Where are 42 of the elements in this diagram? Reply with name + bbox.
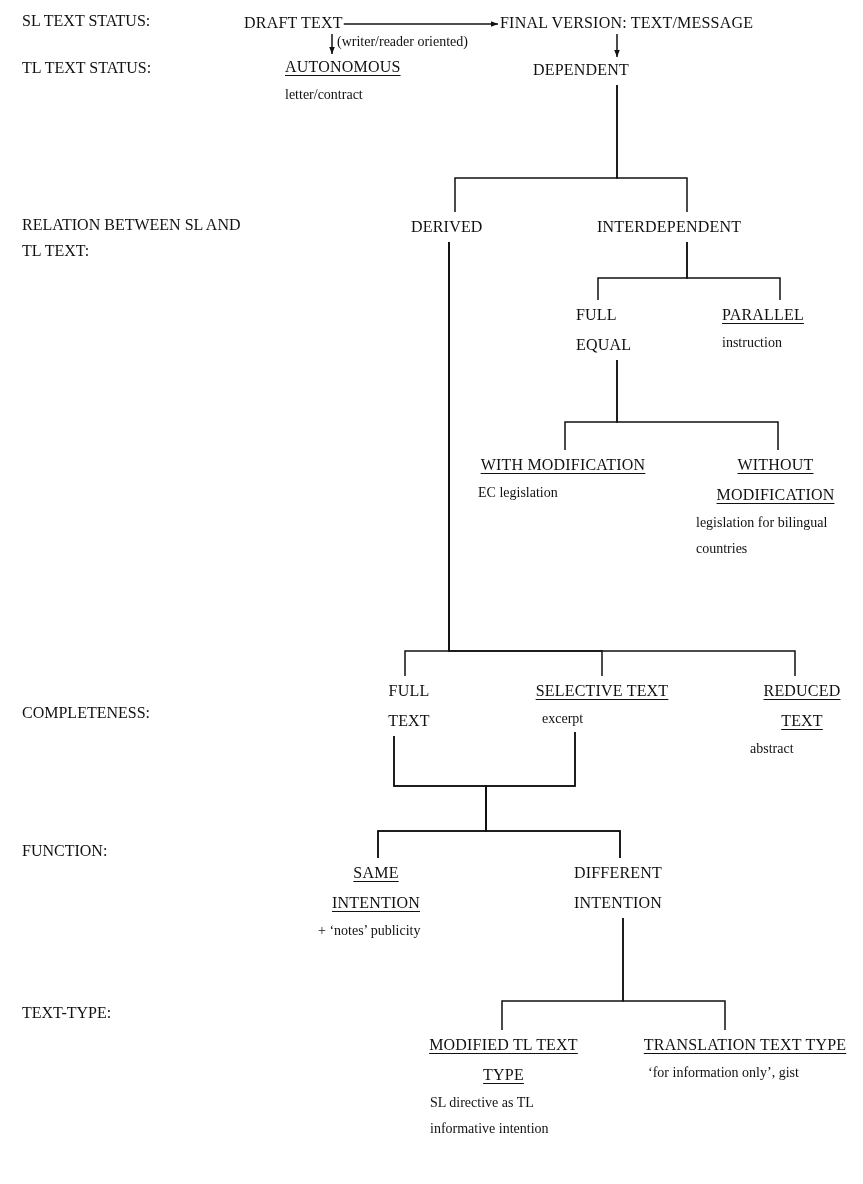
level-label: TEXT-TYPE: — [22, 1003, 113, 1023]
category-heading: WITH MODIFICATION — [479, 455, 647, 475]
category-heading: PARALLEL — [722, 305, 805, 325]
example-note: legislation for bilingual countries — [695, 514, 829, 558]
example-note: SL directive as TL informative intention — [429, 1094, 550, 1138]
example-note: letter/contract — [285, 86, 364, 104]
example-note: ‘for information only’, gist — [647, 1064, 800, 1082]
arrow — [329, 33, 335, 55]
category-heading: SELECTIVE TEXT — [534, 681, 670, 701]
category-heading: FULL EQUAL — [576, 305, 633, 355]
category-heading: TRANSLATION TEXT TYPE — [642, 1035, 848, 1055]
edge-label: (writer/reader oriented) — [337, 34, 468, 50]
category-heading: REDUCED TEXT — [762, 681, 842, 731]
tree-connector — [616, 359, 779, 451]
arrow — [343, 21, 499, 27]
category-heading: WITHOUT MODIFICATION — [715, 455, 836, 505]
category-heading: DERIVED — [411, 217, 483, 237]
category-heading: DEPENDENT — [533, 60, 629, 80]
level-label: TL TEXT STATUS: — [22, 58, 153, 78]
category-heading: SAME INTENTION — [331, 863, 421, 913]
level-label: SL TEXT STATUS: — [22, 11, 152, 31]
tree-connector — [485, 731, 621, 859]
tree-connector — [686, 241, 781, 301]
tree-connector — [448, 241, 796, 677]
category-heading: FULL TEXT — [387, 681, 431, 731]
category-heading: FINAL VERSION: TEXT/MESSAGE — [500, 13, 754, 33]
category-heading: MODIFIED TL TEXT TYPE — [428, 1035, 579, 1085]
category-heading: INTERDEPENDENT — [597, 217, 742, 237]
example-note: + ‘notes’ publicity — [317, 922, 422, 940]
example-note: abstract — [749, 740, 795, 758]
example-note: excerpt — [541, 710, 585, 728]
category-heading: AUTONOMOUS — [285, 57, 402, 77]
arrow — [614, 33, 620, 58]
example-note: EC legislation — [478, 484, 559, 502]
category-heading: DRAFT TEXT — [244, 13, 343, 33]
tree-connector — [622, 917, 726, 1031]
level-label: FUNCTION: — [22, 841, 109, 861]
level-label: RELATION BETWEEN SL AND TL TEXT: — [22, 215, 242, 261]
tree-connector — [616, 84, 688, 213]
category-heading: DIFFERENT INTENTION — [573, 863, 663, 913]
level-label: COMPLETENESS: — [22, 703, 151, 723]
example-note: instruction — [722, 334, 783, 352]
